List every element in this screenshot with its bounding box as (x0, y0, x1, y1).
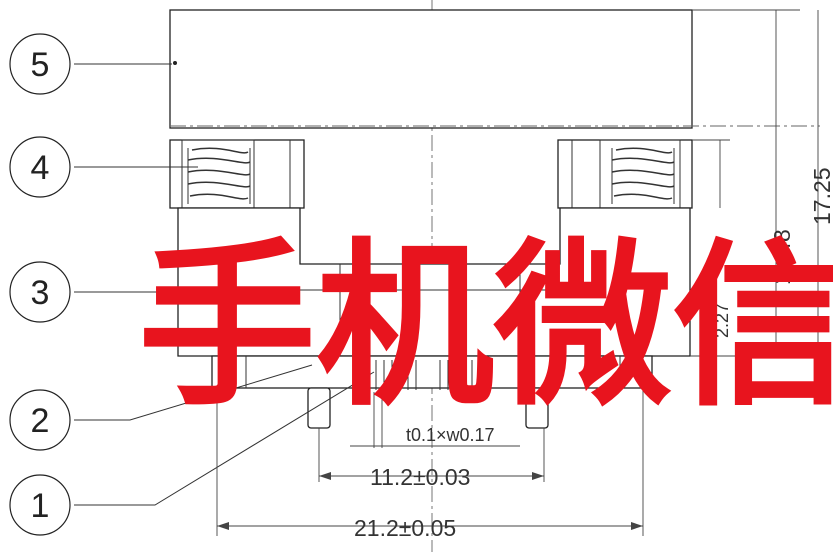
left-spring-icon (187, 147, 251, 204)
leader-2 (74, 364, 313, 421)
height-17-25-label: 17.25 (809, 167, 833, 225)
part-5-lid (169, 9, 693, 129)
outer-width-dimension: 21.2±0.05 (216, 388, 644, 541)
callout-5-label: 5 (31, 46, 50, 84)
leader-1 (74, 371, 375, 506)
part-1-contacts (359, 360, 489, 390)
height-dimension-17-25: 17.25 (809, 10, 833, 356)
height-dimension-2-27: 2.27 (712, 303, 732, 338)
callout-2-label: 2 (31, 402, 50, 440)
pitch-dimension: t0.1×w0.17 (350, 392, 520, 448)
callout-3-label: 3 (31, 274, 50, 312)
watermark-overlay: 手机微信 (138, 223, 833, 430)
right-spring-icon (611, 147, 675, 204)
height-2-27-label: 2.27 (712, 303, 732, 338)
callout-4-label: 4 (31, 149, 50, 187)
callout-3: 3 (9, 261, 71, 323)
right-locating-peg (525, 387, 549, 429)
outer-width-label: 21.2±0.05 (354, 515, 456, 541)
inner-width-dimension: 11.2±0.03 (318, 428, 545, 490)
pitch-note-label: t0.1×w0.17 (406, 425, 495, 445)
height-dimension-11-48: 11.48 (690, 9, 800, 357)
callout-1-label: 1 (31, 487, 50, 525)
callout-5: 5 (9, 33, 71, 95)
part-2-base (211, 355, 653, 389)
lid-marker-dot (173, 61, 177, 65)
callout-1: 1 (9, 474, 71, 536)
callout-2: 2 (9, 389, 71, 451)
height-11-48-label: 11.48 (769, 229, 795, 285)
callout-4: 4 (9, 136, 71, 198)
inner-width-label: 11.2±0.03 (370, 464, 470, 490)
